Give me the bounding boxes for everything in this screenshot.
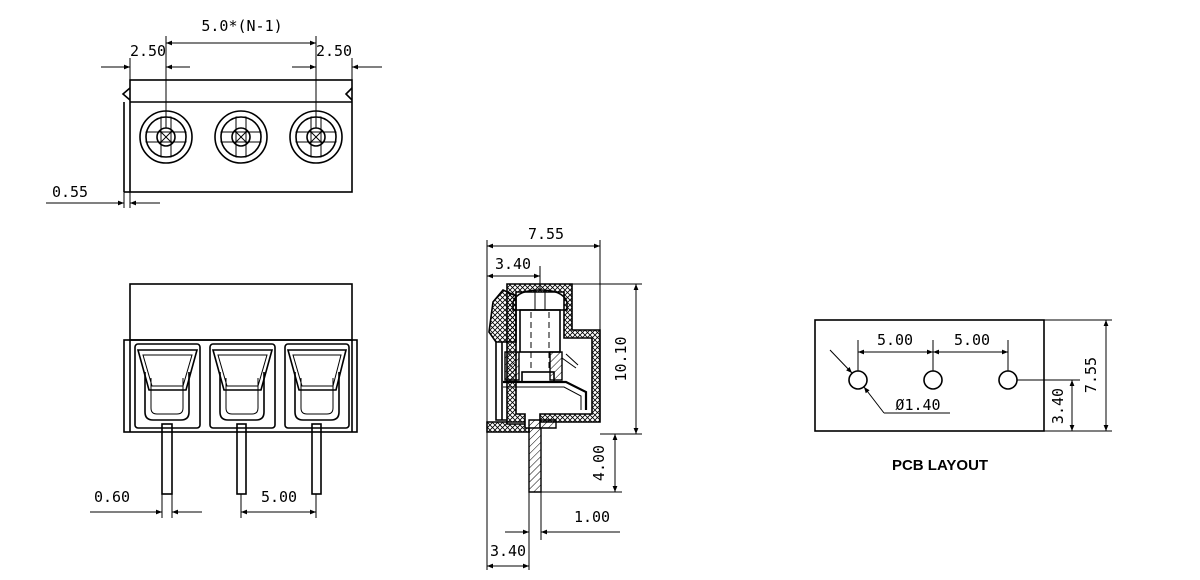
side-view: 7.55 3.40 10.10 4.00 1.00 3.40 — [486, 225, 642, 570]
pin-1 — [161, 423, 173, 495]
lip-label: 0.55 — [52, 183, 88, 201]
side-pin-thickness-label: 1.00 — [574, 508, 610, 526]
pcb-hole-diameter-label: Ø1.40 — [895, 396, 940, 414]
side-pin-offset-label: 3.40 — [490, 542, 526, 560]
side-screw-offset-label: 3.40 — [495, 255, 531, 273]
pcb-outline — [814, 319, 1045, 432]
wire-clamp-1 — [134, 343, 201, 429]
pcb-layout: 5.00 5.00 Ø1.40 7.55 3.40 PCB LAYOUT — [814, 319, 1112, 474]
pin-width-label: 0.60 — [94, 488, 130, 506]
top-view-latch-left — [121, 87, 131, 101]
pcb-hole-3 — [998, 370, 1018, 390]
pitch-formula-label: 5.0*(N-1) — [201, 17, 282, 35]
clamp-spring — [503, 380, 588, 410]
side-pin-length-label: 4.00 — [590, 445, 608, 481]
pin-3 — [311, 423, 322, 495]
wire-clamp-2 — [209, 343, 276, 429]
pcb-hole-1 — [848, 370, 868, 390]
right-offset-label: 2.50 — [316, 42, 352, 60]
side-height-label: 10.10 — [612, 336, 630, 381]
pcb-pitch-1-label: 5.00 — [877, 331, 913, 349]
pcb-hole-2 — [923, 370, 943, 390]
left-offset-label: 2.50 — [130, 42, 166, 60]
pcb-height-label: 7.55 — [1082, 357, 1100, 393]
side-screw-shaft — [519, 309, 561, 353]
screw-head-2 — [214, 110, 268, 164]
top-view-latch-right — [344, 87, 353, 101]
wire-clamp-3 — [284, 343, 350, 429]
clamp-left — [504, 351, 520, 381]
front-view-housing — [123, 339, 358, 433]
front-view: 0.60 5.00 — [90, 283, 358, 518]
pin-2 — [236, 423, 247, 495]
front-view-top-block — [129, 283, 353, 341]
housing-left-lobe — [488, 289, 517, 343]
top-view-body — [129, 79, 353, 193]
top-view: 5.0*(N-1) 2.50 2.50 0.55 — [46, 17, 382, 208]
side-depth-label: 7.55 — [528, 225, 564, 243]
front-pitch-label: 5.00 — [261, 488, 297, 506]
pcb-row-offset-label: 3.40 — [1049, 388, 1067, 424]
pcb-layout-caption: PCB LAYOUT — [892, 457, 988, 474]
side-pin — [528, 419, 557, 493]
pcb-pitch-2-label: 5.00 — [954, 331, 990, 349]
clamp-right — [549, 351, 563, 381]
